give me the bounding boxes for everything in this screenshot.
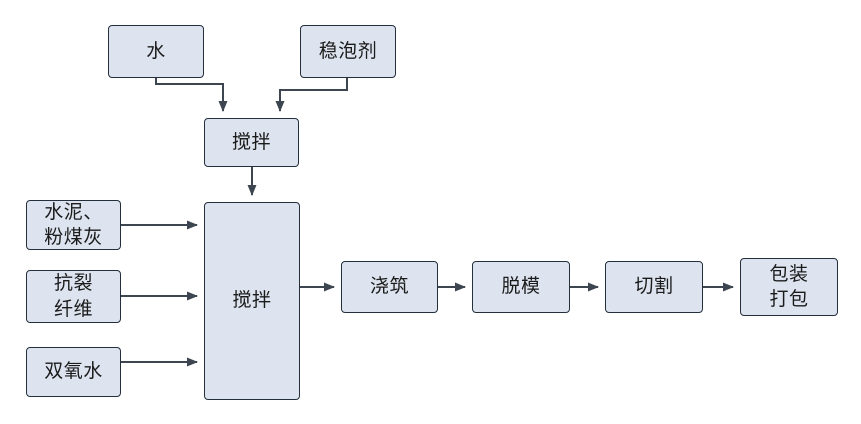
node-mix-2[interactable]: 搅拌 bbox=[204, 202, 300, 400]
node-peroxide[interactable]: 双氧水 bbox=[26, 347, 121, 397]
node-foam-agent[interactable]: 稳泡剂 bbox=[300, 25, 396, 78]
node-anti-crack[interactable]: 抗裂 纤维 bbox=[26, 270, 121, 323]
edge-water-to-mix1 bbox=[155, 78, 228, 112]
node-cutting[interactable]: 切割 bbox=[605, 261, 703, 313]
node-water[interactable]: 水 bbox=[108, 25, 204, 78]
node-cement-ash[interactable]: 水泥、 粉煤灰 bbox=[26, 200, 121, 250]
edge-foam-to-mix1 bbox=[275, 78, 348, 112]
node-mix-1[interactable]: 搅拌 bbox=[204, 118, 299, 167]
node-casting[interactable]: 浇筑 bbox=[341, 261, 438, 313]
node-demolding[interactable]: 脱模 bbox=[472, 261, 570, 313]
node-packaging[interactable]: 包装 打包 bbox=[740, 258, 838, 316]
